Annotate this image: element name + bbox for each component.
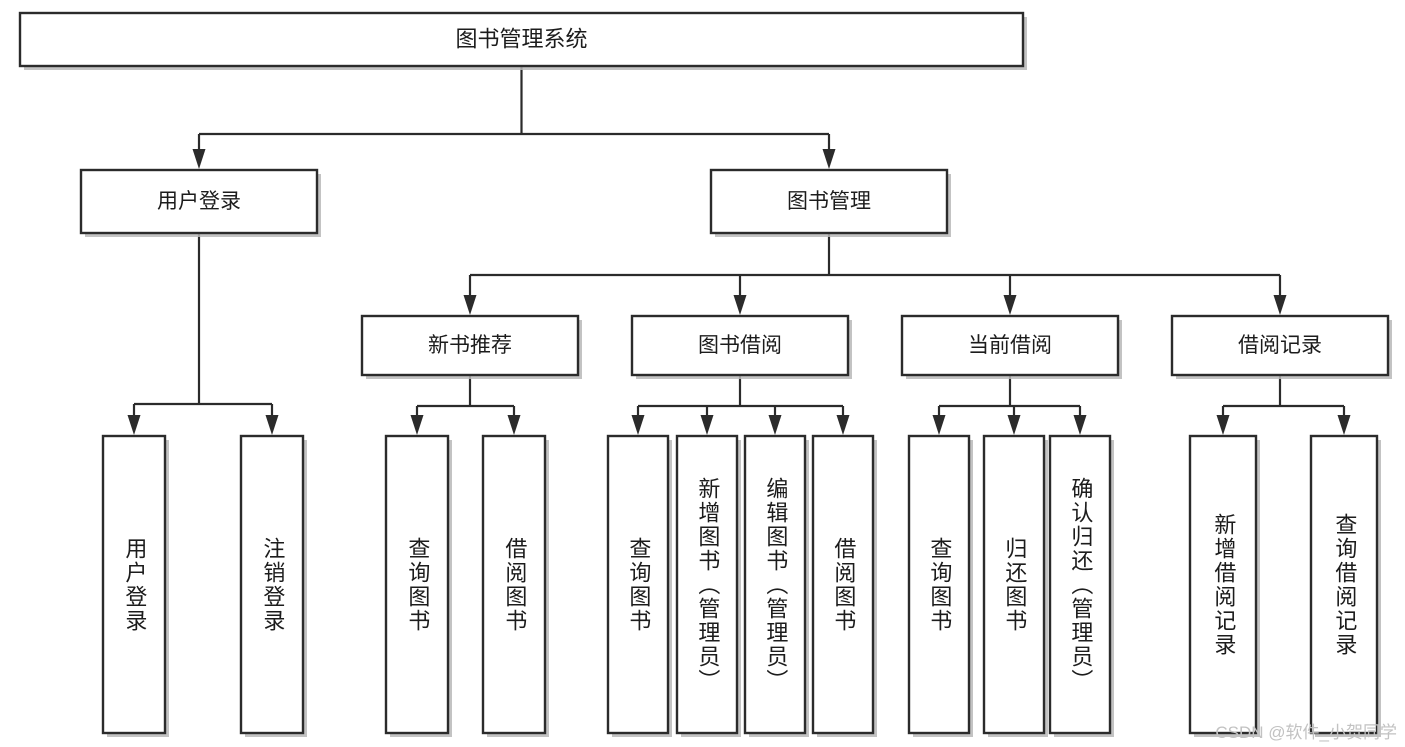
arrow-head-l_nb_query bbox=[410, 415, 424, 435]
connector-layer bbox=[127, 66, 1351, 435]
arrow-head-n_borrow bbox=[733, 295, 747, 315]
node-label-root: 图书管理系统 bbox=[455, 26, 587, 51]
node-box-l_cb_confirm[interactable] bbox=[1048, 434, 1112, 735]
node-label-n_book_mgmt: 图书管理 bbox=[787, 190, 871, 213]
arrow-head-l_bb_edit bbox=[768, 415, 782, 435]
node-box-l_rec_add[interactable] bbox=[1188, 434, 1258, 735]
node-box-n_book_mgmt[interactable] bbox=[709, 168, 949, 235]
arrow-head-l_cb_query bbox=[932, 415, 946, 435]
arrow-head-l_user_login bbox=[127, 415, 141, 435]
node-box-l_bb_borrow[interactable] bbox=[811, 434, 875, 735]
arrow-head-l_cb_return bbox=[1007, 415, 1021, 435]
node-box-l_rec_query[interactable] bbox=[1309, 434, 1379, 735]
arrow-head-n_user_login bbox=[192, 149, 206, 169]
arrow-head-l_bb_add bbox=[700, 415, 714, 435]
node-box-n_current[interactable] bbox=[900, 314, 1120, 377]
node-label-n_borrow: 图书借阅 bbox=[698, 334, 782, 357]
arrow-head-n_book_mgmt bbox=[822, 149, 836, 169]
node-box-n_borrow[interactable] bbox=[630, 314, 850, 377]
node-box-l_cb_query[interactable] bbox=[907, 434, 971, 735]
node-box-n_user_login[interactable] bbox=[79, 168, 319, 235]
arrow-head-l_cb_confirm bbox=[1073, 415, 1087, 435]
node-box-n_new_book[interactable] bbox=[360, 314, 580, 377]
node-box-l_cb_return[interactable] bbox=[982, 434, 1046, 735]
arrow-head-l_bb_borrow bbox=[836, 415, 850, 435]
arrow-head-l_nb_borrow bbox=[507, 415, 521, 435]
node-box-l_user_logout[interactable] bbox=[239, 434, 305, 735]
node-box-l_nb_query[interactable] bbox=[384, 434, 450, 735]
node-box-l_bb_edit[interactable] bbox=[743, 434, 807, 735]
node-label-n_new_book: 新书推荐 bbox=[428, 334, 512, 357]
node-label-n_current: 当前借阅 bbox=[968, 334, 1052, 357]
arrow-head-n_new_book bbox=[463, 295, 477, 315]
csdn-watermark: CSDN @软件_小贺同学 bbox=[1215, 723, 1397, 742]
arrow-head-n_records bbox=[1273, 295, 1287, 315]
node-label-n_user_login: 用户登录 bbox=[157, 190, 241, 213]
node-label-n_records: 借阅记录 bbox=[1238, 334, 1322, 357]
arrow-head-n_current bbox=[1003, 295, 1017, 315]
arrow-head-l_rec_query bbox=[1337, 415, 1351, 435]
node-box-root[interactable] bbox=[18, 11, 1025, 68]
node-box-l_nb_borrow[interactable] bbox=[481, 434, 547, 735]
arrow-head-l_bb_query bbox=[631, 415, 645, 435]
node-box-l_bb_add[interactable] bbox=[675, 434, 739, 735]
node-box-layer bbox=[18, 11, 1392, 737]
node-box-n_records[interactable] bbox=[1170, 314, 1390, 377]
node-box-l_user_login[interactable] bbox=[101, 434, 167, 735]
arrow-head-l_user_logout bbox=[265, 415, 279, 435]
arrow-head-l_rec_add bbox=[1216, 415, 1230, 435]
node-box-l_bb_query[interactable] bbox=[606, 434, 670, 735]
